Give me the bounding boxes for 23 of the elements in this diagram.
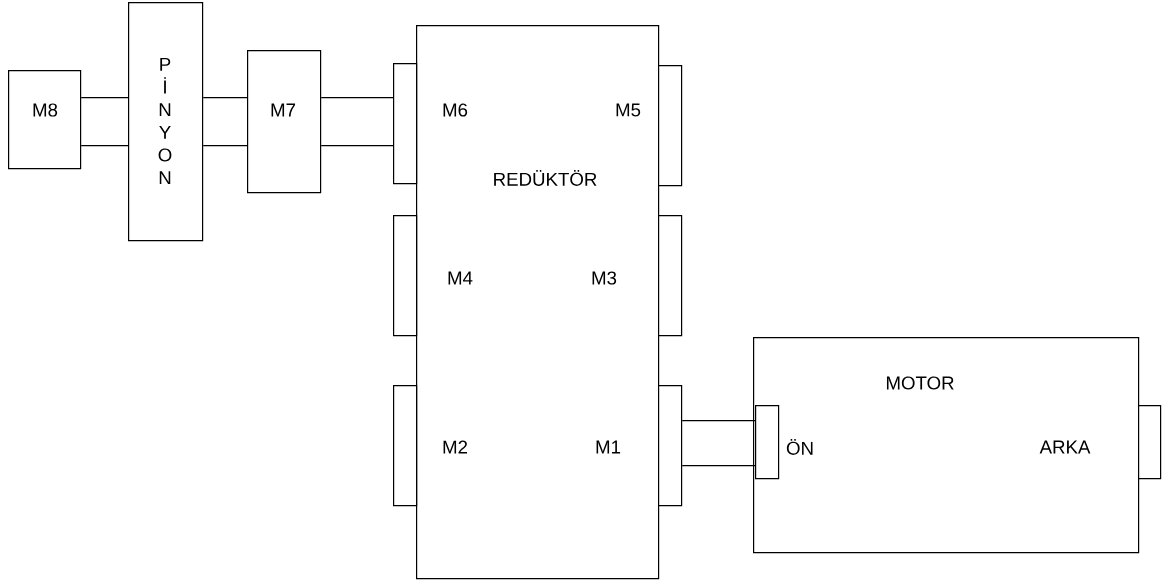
component-box: P İ N Y O N <box>128 2 204 242</box>
shaft <box>202 97 248 147</box>
part-label: ARKA <box>1039 440 1091 454</box>
flange-box <box>658 65 683 187</box>
shaft <box>80 97 129 147</box>
flange-label: ÖN <box>786 439 813 455</box>
component-box: M8 <box>8 70 82 170</box>
shaft <box>320 97 394 147</box>
component-box: M7 <box>247 50 322 194</box>
part-label: M4 <box>448 271 473 285</box>
flange-box <box>1138 405 1162 480</box>
shaft <box>681 420 756 467</box>
part-label: M1 <box>596 440 621 454</box>
part-label: M2 <box>443 440 468 454</box>
flange-box <box>393 385 418 507</box>
flange-box <box>658 385 683 507</box>
part-label: M6 <box>443 103 468 117</box>
part-label: M5 <box>616 103 641 117</box>
part-label: M3 <box>592 271 617 285</box>
flange-box <box>755 405 780 480</box>
flange-box <box>393 215 418 337</box>
flange-box <box>393 63 418 185</box>
flange-box <box>658 215 683 337</box>
